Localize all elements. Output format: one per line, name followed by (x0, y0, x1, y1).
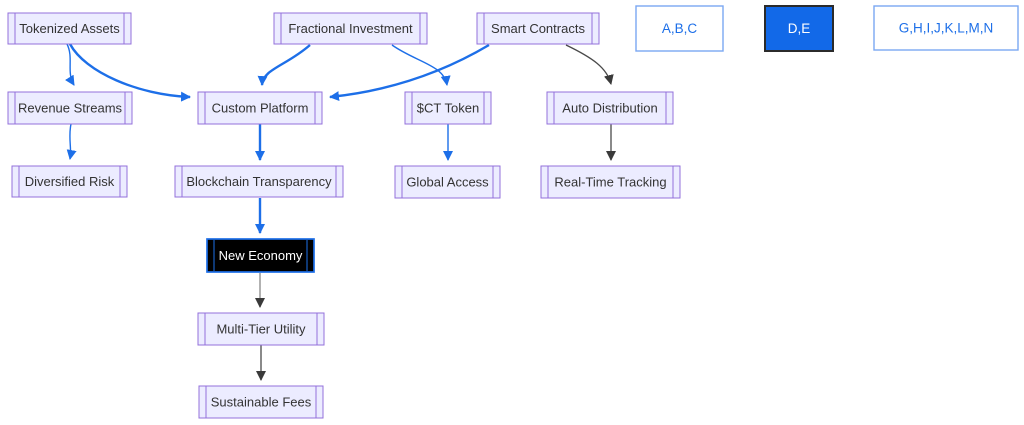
node-label: Smart Contracts (491, 21, 585, 36)
node-multi-tier-utility: Multi-Tier Utility (197, 312, 325, 346)
node-label: Sustainable Fees (211, 395, 312, 410)
edge-revenue-streams-diversified-risk (66, 123, 77, 160)
legend-label: A,B,C (662, 21, 698, 36)
node-new-economy: New Economy (206, 238, 315, 273)
node-label: Real-Time Tracking (554, 175, 666, 190)
node-smart-contracts: Smart Contracts (476, 12, 600, 45)
node-label: Fractional Investment (288, 21, 413, 36)
node-real-time-tracking: Real-Time Tracking (540, 165, 681, 199)
node-label: $CT Token (417, 101, 479, 116)
legend-item-abc: A,B,C (635, 5, 724, 52)
edge-smart-contracts-auto-distribution (565, 44, 614, 85)
edge-fractional-investment-custom-platform (257, 44, 311, 86)
node-ct-token: $CT Token (404, 91, 492, 125)
edge-tokenized-assets-revenue-streams (65, 43, 75, 86)
node-auto-distribution: Auto Distribution (546, 91, 674, 125)
node-label: Revenue Streams (18, 101, 123, 116)
node-fractional-investment: Fractional Investment (273, 12, 428, 45)
edge-tokenized-assets-custom-platform (68, 43, 191, 102)
edge-layer (65, 43, 616, 381)
node-diversified-risk: Diversified Risk (11, 165, 128, 198)
node-label: Diversified Risk (25, 174, 115, 189)
node-custom-platform: Custom Platform (197, 91, 323, 125)
node-blockchain-transparency: Blockchain Transparency (174, 165, 344, 198)
edge-fractional-investment-ct-token (391, 44, 451, 86)
node-label: Blockchain Transparency (186, 174, 332, 189)
node-sustainable-fees: Sustainable Fees (198, 385, 324, 419)
legend-label: G,H,I,J,K,L,M,N (899, 21, 994, 36)
node-label: Multi-Tier Utility (216, 322, 306, 337)
node-tokenized-assets: Tokenized Assets (7, 12, 132, 45)
edge-smart-contracts-custom-platform (329, 43, 490, 102)
node-label: New Economy (219, 248, 303, 263)
node-global-access: Global Access (394, 165, 501, 199)
legend-item-ghijklmn: G,H,I,J,K,L,M,N (873, 5, 1019, 51)
node-revenue-streams: Revenue Streams (7, 91, 133, 125)
node-label: Tokenized Assets (19, 21, 120, 36)
legend-item-de: D,E (764, 5, 834, 52)
node-label: Auto Distribution (562, 101, 657, 116)
node-label: Global Access (406, 175, 489, 190)
legend: A,B,C D,E G,H,I,J,K,L,M,N (635, 5, 1019, 52)
legend-label: D,E (788, 21, 811, 36)
node-label: Custom Platform (212, 101, 309, 116)
